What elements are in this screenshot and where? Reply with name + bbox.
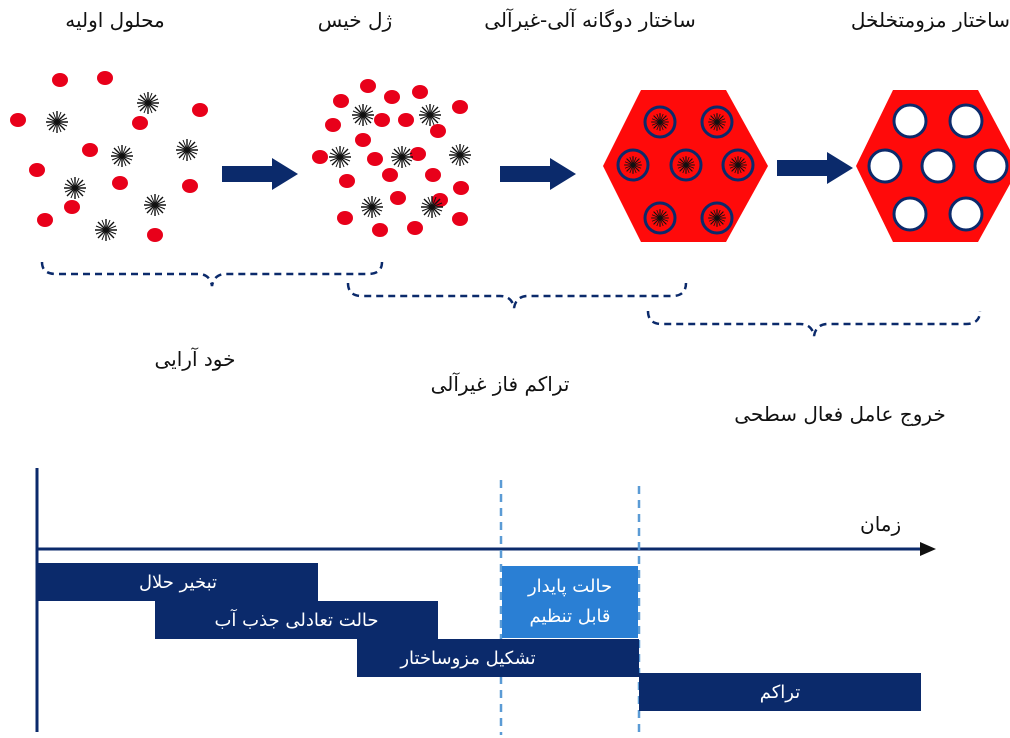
- bar-mesostructure-formation: تشکیل مزوساختار: [357, 639, 639, 677]
- bar-condensation-label: تراکم: [759, 681, 801, 703]
- arrow-icon: [500, 158, 576, 190]
- bar-tunable-steady-line1: حالت پایدار: [527, 576, 613, 597]
- phase-inorganic-condensation-label: تراکم فاز غیرآلی: [430, 372, 570, 396]
- stage-wet-gel-label: ژل خیس: [317, 8, 393, 32]
- bar-solvent-evaporation-label: تبخیر حلال: [138, 571, 218, 593]
- bar-condensation: تراکم: [639, 673, 921, 711]
- stage-initial-solution-label: محلول اولیه: [65, 8, 165, 32]
- wet-gel-cluster: [312, 79, 472, 237]
- stage-dual-structure-label: ساختار دوگانه آلی-غیرآلی: [484, 8, 696, 32]
- bar-solvent-evaporation: تبخیر حلال: [38, 563, 318, 601]
- time-axis: [35, 468, 936, 732]
- bar-mesostructure-formation-label: تشکیل مزوساختار: [400, 647, 536, 669]
- time-axis-label: زمان: [860, 512, 902, 536]
- bar-water-equilibrium: حالت تعادلی جذب آب: [155, 601, 438, 639]
- mesoporous-hexagon: [856, 90, 1010, 242]
- phase-self-assembly-label: خود آرایی: [154, 347, 236, 371]
- bar-tunable-steady-state: حالت پایدار قابل تنظیم: [502, 566, 638, 638]
- stage-mesoporous-label: ساختار مزومتخلخل: [850, 8, 1010, 32]
- bar-tunable-steady-line2: قابل تنظیم: [529, 606, 611, 627]
- brace-surfactant-removal: [646, 310, 982, 337]
- bar-water-equilibrium-label: حالت تعادلی جذب آب: [214, 609, 379, 631]
- brace-self-assembly: [40, 261, 384, 287]
- brace-inorganic-condensation: [346, 282, 688, 309]
- arrow-icon: [222, 158, 298, 190]
- arrow-icon: [777, 152, 853, 184]
- phase-surfactant-removal-label: خروج عامل فعال سطحی: [734, 402, 946, 426]
- initial-solution-cluster: [10, 71, 208, 242]
- dual-structure-hexagon: [603, 90, 768, 242]
